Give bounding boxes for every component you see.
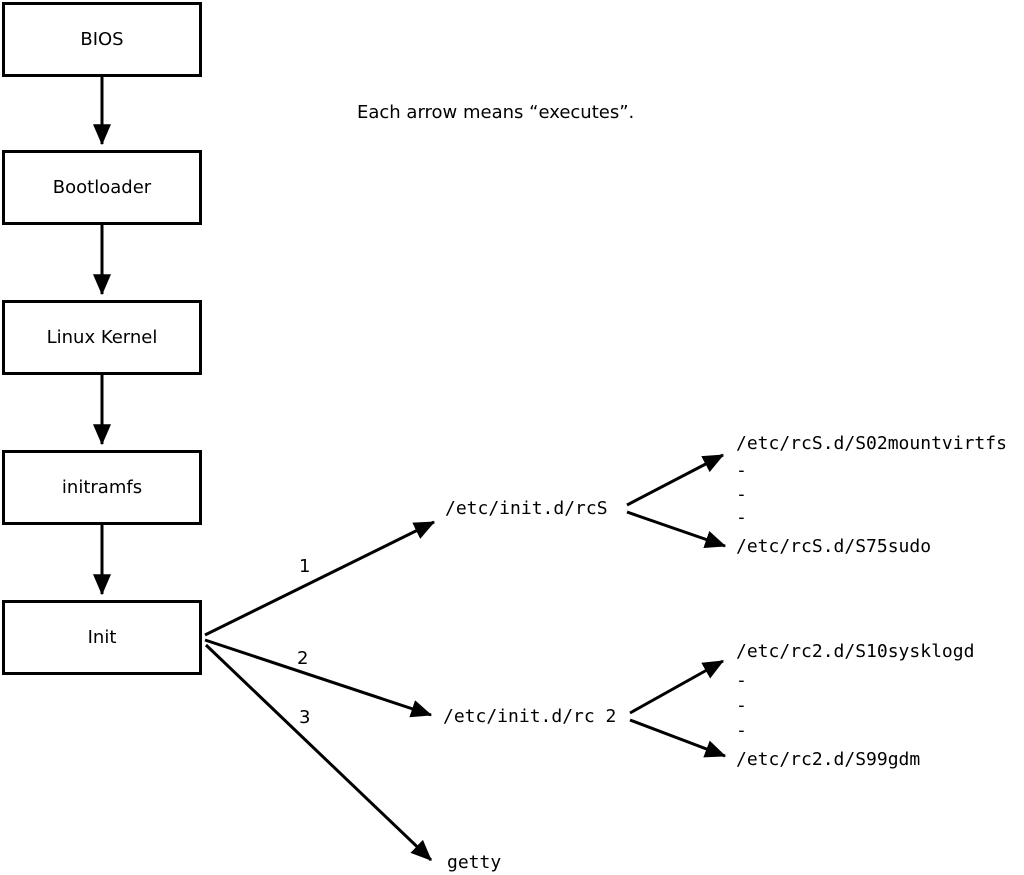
node-bios-label: BIOS bbox=[80, 29, 124, 50]
node-bios: BIOS bbox=[2, 2, 202, 77]
rcs-script-first: /etc/rcS.d/S02mountvirtfs bbox=[736, 433, 1007, 454]
rcs-ellipsis-dash: - bbox=[736, 460, 747, 481]
arrow-order-label-3: 3 bbox=[299, 707, 311, 728]
arrow-init-to-getty bbox=[204, 643, 433, 862]
rc2-script-last: /etc/rc2.d/S99gdm bbox=[736, 749, 921, 770]
rc2-ellipsis-dash: - bbox=[736, 695, 747, 716]
rcs-ellipsis-dash: - bbox=[736, 484, 747, 505]
target-getty: getty bbox=[447, 852, 502, 873]
arrow-init-to-rcs bbox=[204, 520, 436, 637]
arrow-init-to-rc2 bbox=[204, 638, 433, 718]
rc2-script-first: /etc/rc2.d/S10sysklogd bbox=[736, 641, 975, 662]
rc2-ellipsis-dash: - bbox=[736, 720, 747, 741]
target-rc2: /etc/init.d/rc 2 bbox=[443, 706, 617, 727]
node-linux-kernel-label: Linux Kernel bbox=[46, 327, 158, 348]
caption: Each arrow means “executes”. bbox=[357, 102, 635, 123]
arrow-rcs-to-first-script bbox=[626, 453, 725, 507]
arrow-order-label-2: 2 bbox=[297, 648, 309, 669]
node-init-label: Init bbox=[87, 627, 117, 648]
arrow-order-label-1: 1 bbox=[299, 556, 311, 577]
node-initramfs: initramfs bbox=[2, 450, 202, 525]
node-linux-kernel: Linux Kernel bbox=[2, 300, 202, 375]
rc2-ellipsis-dash: - bbox=[736, 670, 747, 691]
target-rcs: /etc/init.d/rcS bbox=[445, 498, 608, 519]
node-init: Init bbox=[2, 600, 202, 675]
node-initramfs-label: initramfs bbox=[61, 477, 143, 498]
node-bootloader: Bootloader bbox=[2, 150, 202, 225]
rcs-ellipsis-dash: - bbox=[736, 507, 747, 528]
rcs-script-last: /etc/rcS.d/S75sudo bbox=[736, 536, 932, 557]
arrow-rc2-to-first-script bbox=[629, 659, 725, 715]
arrow-rc2-to-last-script bbox=[629, 718, 727, 758]
arrow-rcs-to-last-script bbox=[626, 510, 727, 549]
node-bootloader-label: Bootloader bbox=[52, 177, 152, 198]
